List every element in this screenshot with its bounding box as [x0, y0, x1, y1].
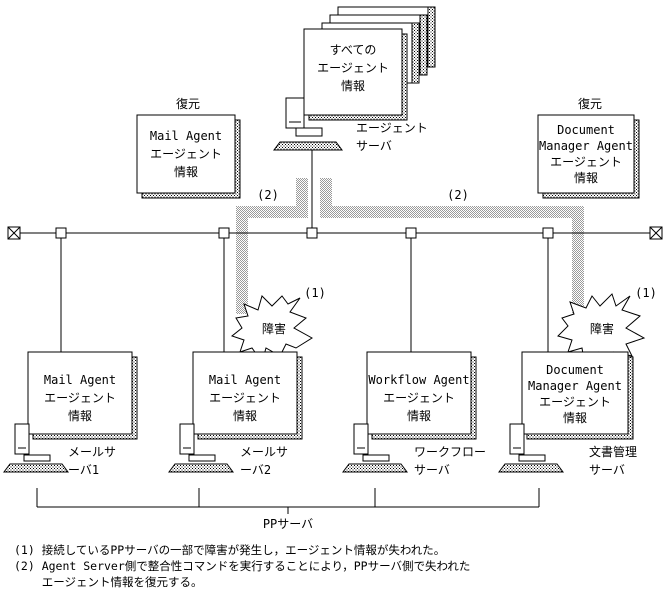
network-bus [7, 226, 663, 357]
svg-text:エージェント: エージェント [44, 391, 116, 405]
restore-path-right [320, 178, 584, 314]
bus-node [405, 227, 417, 239]
pp-server-mail-2: Mail Agent エージェント 情報 メールサ ーバ2 [168, 351, 303, 477]
failure-label: 障害 [262, 321, 286, 336]
agent-server: すべての エージェント 情報 エージェント サーバ [273, 6, 436, 232]
footnote-1: (1) 接続しているPPサーバの一部で障害が発生し，エージェント情報が失われた。 [14, 543, 446, 557]
svg-text:エージェント: エージェント [550, 155, 622, 169]
pp-server-group-label: PPサーバ [263, 517, 313, 531]
agent-info-line: すべての [330, 43, 377, 57]
server-computer-icon [3, 423, 69, 473]
server-computer-icon [168, 423, 234, 473]
restore-caption: 復元 [578, 96, 602, 111]
server-label: メールサ [240, 445, 288, 459]
server-label: メールサ [68, 445, 116, 459]
failure-marker-doc: (1) 障害 [557, 286, 657, 368]
svg-text:エージェント: エージェント [150, 147, 222, 161]
svg-text:エージェント: エージェント [539, 395, 611, 409]
svg-text:Mail Agent: Mail Agent [44, 373, 116, 387]
path-label-left: (2) [257, 188, 279, 202]
pp-server-document: Document Manager Agent エージェント 情報 文書管理 サー… [498, 351, 637, 477]
bus-node [542, 227, 554, 239]
server-label: サーバ [414, 463, 450, 477]
svg-text:(1): (1) [635, 286, 657, 300]
agent-server-label: エージェント [356, 121, 428, 135]
server-label: サーバ [589, 463, 625, 477]
bus-node [55, 227, 67, 239]
footnote-2-continued: エージェント情報を復元する。 [14, 575, 203, 589]
svg-text:Mail Agent: Mail Agent [209, 373, 281, 387]
agent-info-line: 情報 [341, 79, 365, 93]
server-label: ワークフロー [414, 445, 486, 459]
bus-node [218, 227, 230, 239]
restored-document-info: 復元 Document Manager Agent エージェント 情報 [537, 96, 640, 199]
path-label-right: (2) [447, 188, 469, 202]
pp-server-workflow: Workflow Agent エージェント 情報 ワークフロー サーバ [342, 351, 486, 477]
restore-path-left [236, 178, 308, 314]
footnotes: (1) 接続しているPPサーバの一部で障害が発生し，エージェント情報が失われた。… [14, 542, 664, 590]
footnote-2: (2) Agent Server側で整合性コマンドを実行することにより，PPサー… [14, 559, 471, 573]
svg-text:情報: 情報 [68, 409, 92, 423]
server-computer-icon [342, 423, 408, 473]
pp-server-mail-1: Mail Agent エージェント 情報 メールサ ーバ1 [3, 351, 138, 477]
server-label: ーバ1 [68, 463, 99, 477]
agent-server-computer-icon [273, 97, 343, 151]
bus-node [306, 227, 318, 239]
agent-info-line: エージェント [317, 61, 389, 75]
svg-text:エージェント: エージェント [209, 391, 281, 405]
agent-server-label: サーバ [356, 139, 392, 153]
svg-text:情報: 情報 [174, 165, 198, 179]
server-label: ーバ2 [240, 463, 271, 477]
svg-text:Mail Agent: Mail Agent [150, 129, 222, 143]
pp-server-bracket [36, 488, 540, 514]
restore-caption: 復元 [176, 96, 200, 111]
svg-text:エージェント: エージェント [383, 391, 455, 405]
restored-mail-info: 復元 Mail Agent エージェント 情報 [136, 96, 241, 199]
svg-text:情報: 情報 [407, 409, 431, 423]
restore-paths [236, 178, 584, 314]
svg-text:Document: Document [546, 363, 604, 377]
server-label: 文書管理 [589, 444, 637, 459]
svg-text:Manager Agent: Manager Agent [528, 379, 622, 393]
server-computer-icon [498, 423, 564, 473]
agent-info-stack: すべての エージェント 情報 [303, 6, 436, 121]
failure-marker-mail-2: (1) 障害 [230, 286, 326, 364]
failure-label: 障害 [590, 321, 614, 336]
svg-text:情報: 情報 [574, 171, 598, 185]
svg-text:Document: Document [557, 123, 615, 137]
svg-text:Workflow Agent: Workflow Agent [368, 373, 469, 387]
svg-text:情報: 情報 [233, 409, 257, 423]
svg-text:(1): (1) [304, 286, 326, 300]
svg-text:Manager Agent: Manager Agent [539, 139, 633, 153]
svg-text:情報: 情報 [563, 411, 587, 425]
